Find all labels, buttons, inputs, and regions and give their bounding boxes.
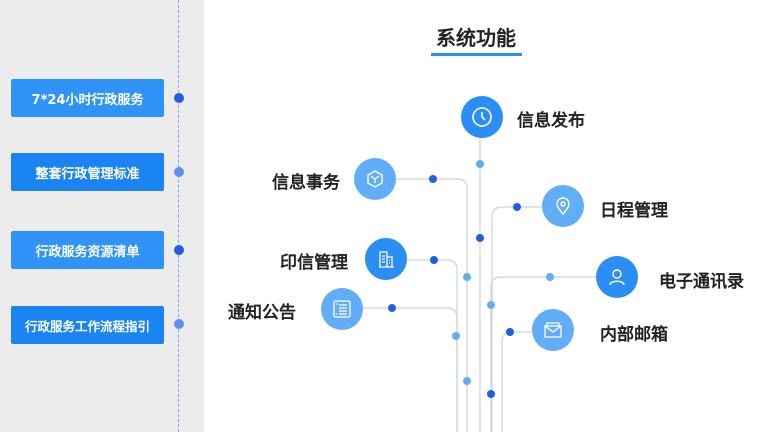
- feature-seal-management[interactable]: [365, 238, 407, 280]
- feature-notice[interactable]: [321, 288, 363, 330]
- connector-dot: [452, 332, 460, 340]
- feature-internal-mail[interactable]: [532, 309, 574, 351]
- timeline-dashed-line: [178, 0, 179, 432]
- title-underline: [431, 53, 522, 56]
- connector-dot: [430, 256, 438, 264]
- connector-dot: [546, 273, 554, 281]
- feature-label: 通知公告: [228, 303, 296, 323]
- feature-label: 信息事务: [272, 173, 340, 193]
- nav-button-workflow-guide[interactable]: 行政服务工作流程指引: [11, 306, 164, 344]
- cube-icon: [367, 170, 383, 188]
- feature-label: 印信管理: [280, 253, 348, 273]
- feature-schedule[interactable]: [542, 185, 584, 227]
- mail-icon: [544, 322, 562, 338]
- connector-dot: [506, 328, 514, 336]
- list-icon: [333, 300, 351, 318]
- connector-dot: [476, 160, 484, 168]
- feature-label: 日程管理: [600, 201, 668, 221]
- building-icon: [379, 251, 394, 268]
- connector-dot: [476, 234, 484, 242]
- connector-dot: [513, 203, 521, 211]
- nav-button-24h-service[interactable]: 7*24小时行政服务: [11, 79, 164, 117]
- page-title: 系统功能: [436, 26, 516, 50]
- feature-info-publish[interactable]: [461, 96, 503, 138]
- connector-dot: [463, 377, 471, 385]
- feature-label: 内部邮箱: [600, 325, 668, 345]
- nav-button-management-standards[interactable]: 整套行政管理标准: [11, 153, 164, 191]
- timeline-dot: [174, 93, 184, 103]
- connector-dot: [487, 390, 495, 398]
- feature-info-affairs[interactable]: [354, 158, 396, 200]
- nav-button-resource-list[interactable]: 行政服务资源清单: [11, 231, 164, 269]
- clock-icon: [472, 107, 492, 127]
- location-pin-icon: [556, 197, 570, 216]
- timeline-dot: [174, 319, 184, 329]
- timeline-dot: [174, 167, 184, 177]
- sidebar: [0, 0, 204, 432]
- connector-dot: [388, 304, 396, 312]
- connector-dot: [487, 301, 495, 309]
- timeline-dot: [174, 245, 184, 255]
- connector-dot: [429, 175, 437, 183]
- connector-dot: [463, 273, 471, 281]
- feature-address-book[interactable]: [596, 256, 638, 298]
- feature-label: 信息发布: [517, 111, 585, 131]
- feature-label: 电子通讯录: [659, 272, 744, 292]
- user-icon: [609, 269, 625, 286]
